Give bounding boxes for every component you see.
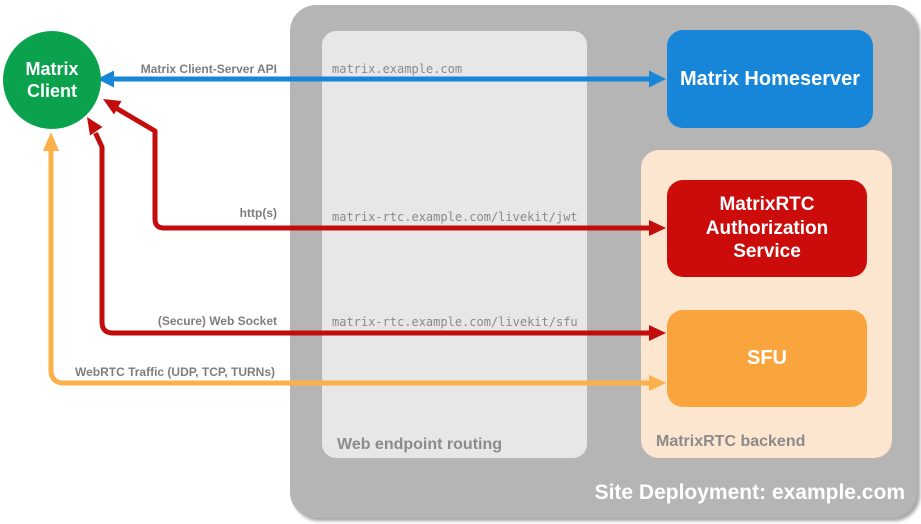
node-matrix-homeserver-label: Matrix Homeserver xyxy=(679,67,861,90)
node-matrixrtc-auth-service: MatrixRTC Authorization Service xyxy=(667,180,867,277)
label-https: http(s) xyxy=(239,206,277,220)
label-client-server-api: Matrix Client-Server API xyxy=(140,62,277,76)
node-matrix-client-label: Matrix Client xyxy=(25,58,79,102)
node-sfu: SFU xyxy=(667,310,867,407)
arrowhead-left-icon xyxy=(87,117,103,136)
arrowhead-left-icon xyxy=(103,99,122,115)
caption-site-deployment: Site Deployment: example.com xyxy=(594,481,905,504)
node-sfu-label: SFU xyxy=(747,347,787,369)
web-endpoint-routing-container xyxy=(322,31,587,458)
endpoint-matrix-example-com: matrix.example.com xyxy=(332,62,463,76)
caption-web-endpoint-routing: Web endpoint routing xyxy=(337,436,503,453)
endpoint-livekit-jwt: matrix-rtc.example.com/livekit/jwt xyxy=(332,210,578,224)
node-matrix-client: Matrix Client xyxy=(3,31,101,129)
label-webrtc-traffic: WebRTC Traffic (UDP, TCP, TURNs) xyxy=(74,365,275,379)
arrowhead-top-icon xyxy=(43,132,59,151)
node-matrixrtc-auth-service-label: MatrixRTC Authorization Service xyxy=(705,193,829,263)
label-web-socket: (Secure) Web Socket xyxy=(157,314,277,328)
endpoint-livekit-sfu: matrix-rtc.example.com/livekit/sfu xyxy=(332,315,578,329)
node-matrix-homeserver: Matrix Homeserver xyxy=(667,30,873,128)
caption-matrixrtc-backend: MatrixRTC backend xyxy=(656,433,806,450)
